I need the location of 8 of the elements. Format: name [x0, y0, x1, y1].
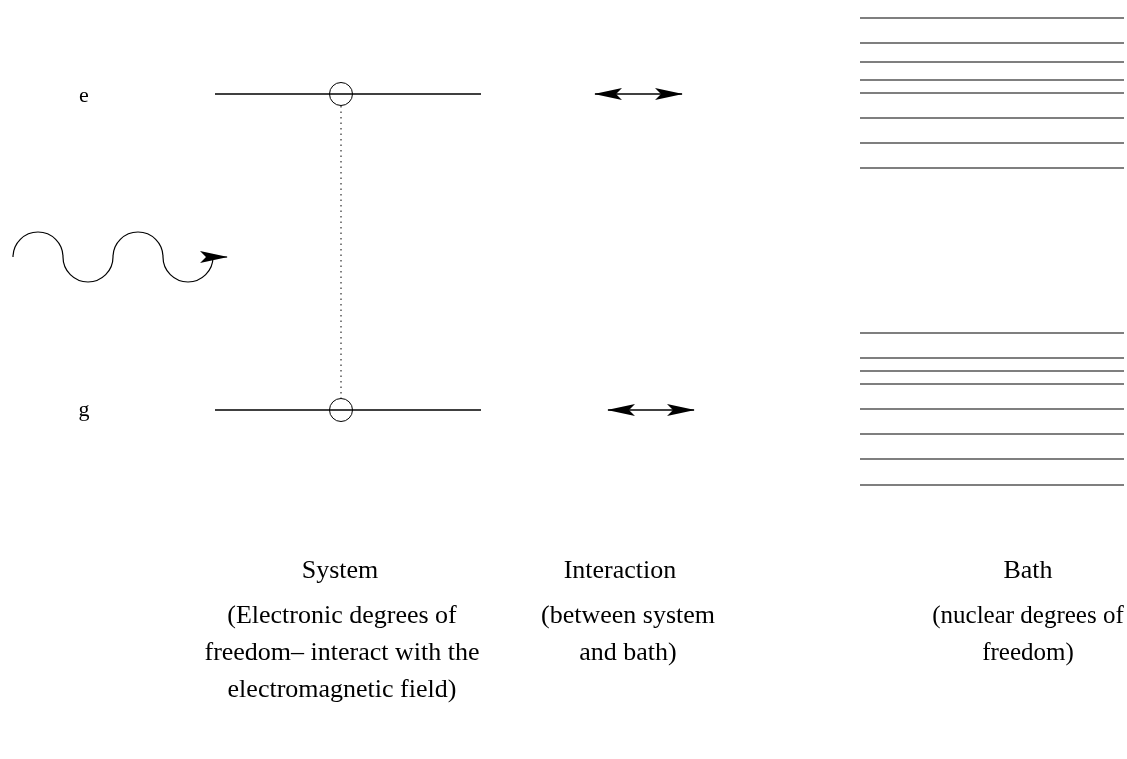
- description-text: (nuclear degrees of freedom): [931, 600, 1125, 668]
- description-text: (between system and bath): [540, 599, 716, 668]
- level-label: e: [78, 81, 90, 109]
- level-label: g: [77, 395, 91, 423]
- column-heading: Bath: [1002, 554, 1054, 586]
- column-heading: System: [300, 554, 380, 586]
- column-heading: Interaction: [562, 554, 678, 586]
- description-text: (Electronic degrees of freedom– interact with the electromagnetic field): [203, 599, 481, 705]
